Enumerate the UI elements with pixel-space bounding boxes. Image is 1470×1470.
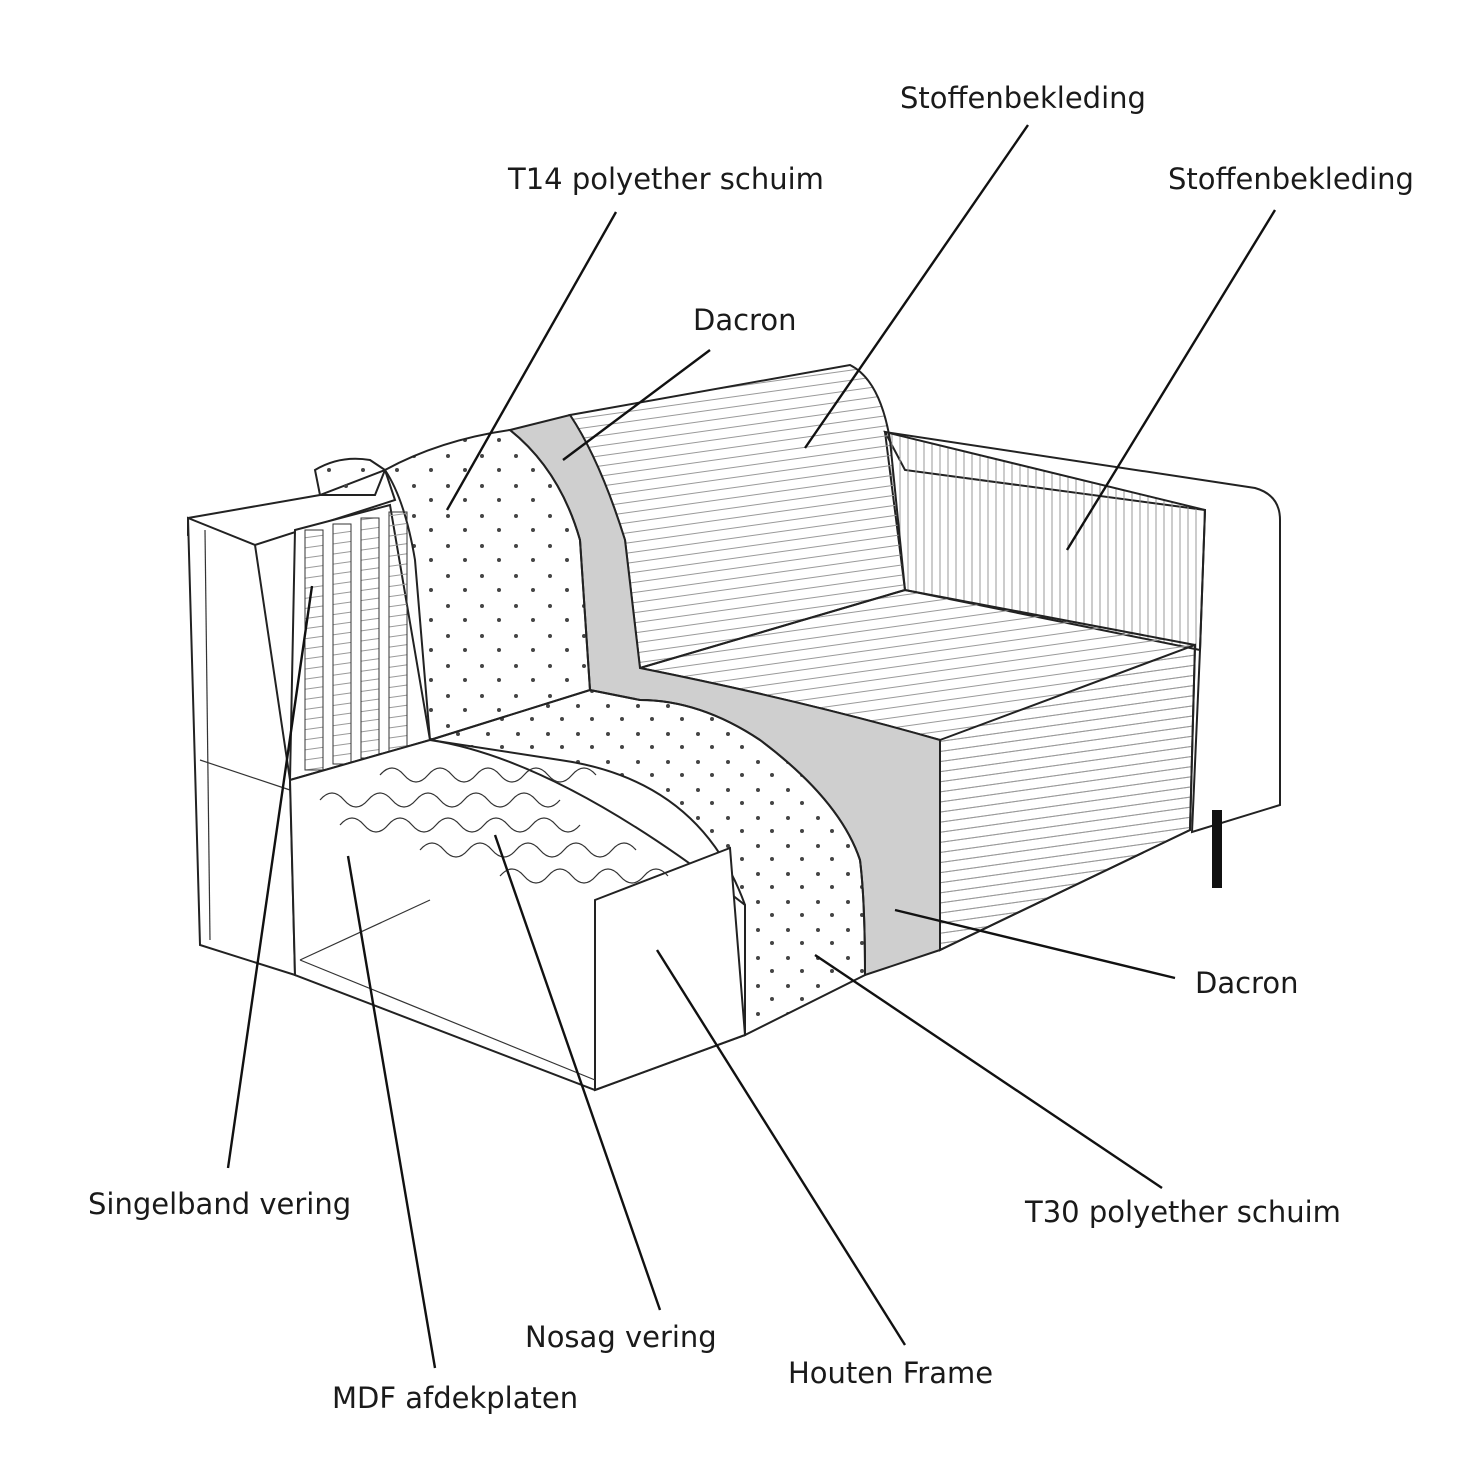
leader-nosag	[493, 834, 662, 1311]
label-dacron-top: Dacron	[693, 303, 796, 337]
labels: Stoffenbekleding T14 polyether schuim St…	[88, 81, 1414, 1415]
leader-mdf	[346, 855, 437, 1369]
leader-lines	[226, 124, 1277, 1369]
label-stoffenbekleding-top: Stoffenbekleding	[900, 81, 1146, 115]
nosag-springs	[319, 767, 669, 884]
leader-dacron-top	[562, 349, 711, 461]
leader-houten-frame	[655, 949, 907, 1346]
leader-stoffenbekleding-right	[1065, 209, 1277, 551]
t30-foam-seat	[429, 688, 867, 1037]
label-stoffenbekleding-right: Stoffenbekleding	[1168, 162, 1414, 196]
label-mdf: MDF afdekplaten	[332, 1381, 578, 1415]
leader-singelband	[226, 585, 314, 1169]
webbing-strap-3	[360, 517, 380, 759]
label-singelband: Singelband vering	[88, 1187, 351, 1221]
label-t30-foam: T30 polyether schuim	[1024, 1195, 1341, 1229]
leader-t14	[445, 211, 618, 511]
leader-dacron-right	[894, 908, 1176, 980]
sofa-leg	[1212, 810, 1222, 888]
label-t14-foam: T14 polyether schuim	[507, 162, 824, 196]
label-houten-frame: Houten Frame	[788, 1356, 993, 1390]
label-nosag: Nosag vering	[525, 1320, 717, 1354]
leader-stoffenbekleding-top	[804, 124, 1029, 449]
leader-t30	[814, 954, 1163, 1189]
sofa-illustration	[186, 363, 1281, 1092]
webbing-strap-4	[388, 511, 408, 753]
webbing-strap-1	[304, 529, 324, 771]
label-dacron-right: Dacron	[1195, 966, 1298, 1000]
left-frame	[186, 516, 297, 977]
armrest-cushion-tip	[313, 457, 387, 496]
webbing-strap-2	[332, 523, 352, 765]
